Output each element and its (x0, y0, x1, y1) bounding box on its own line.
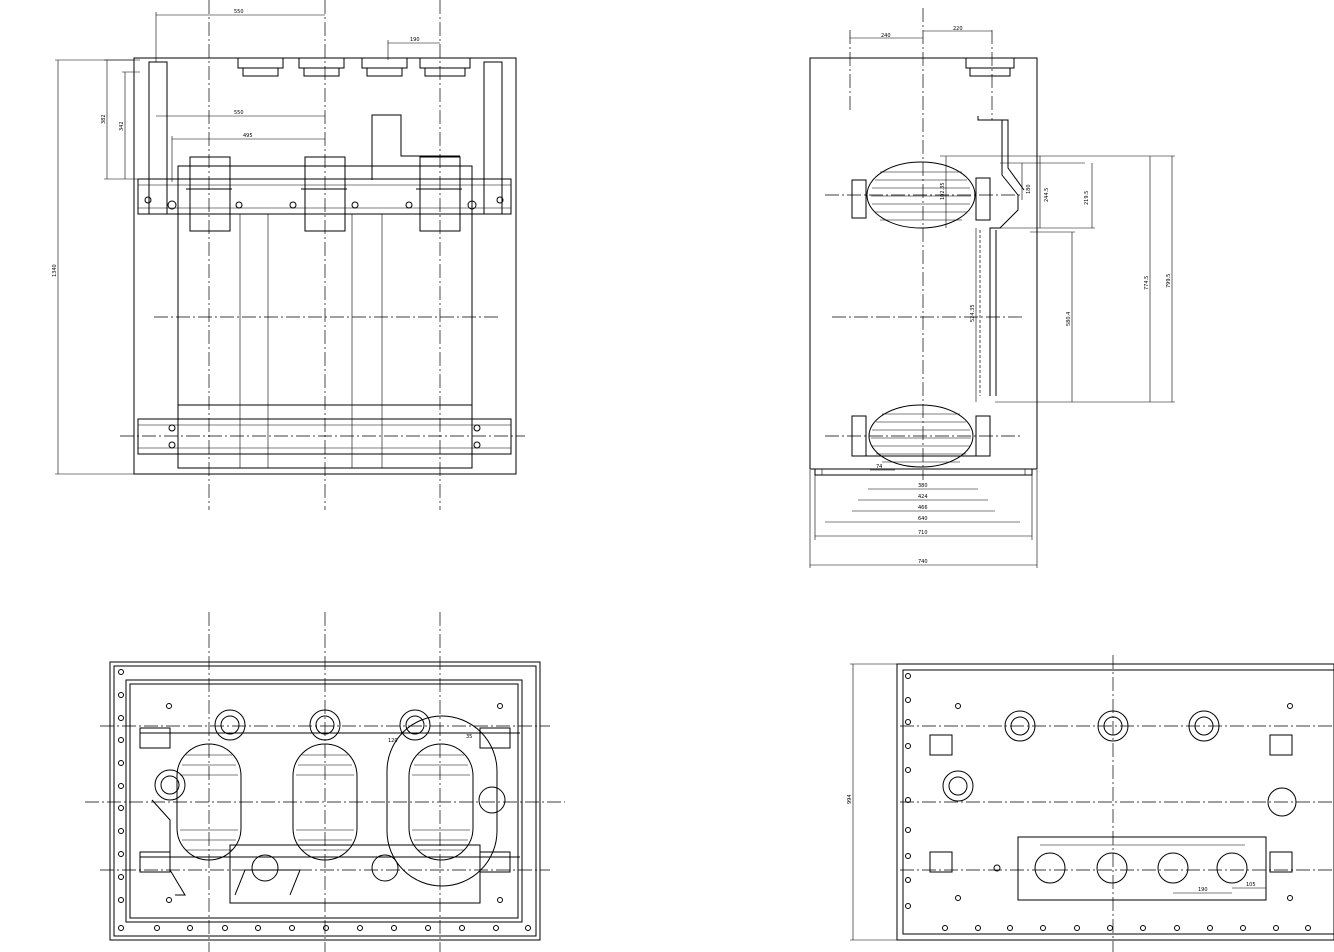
dim-side-640: 640 (918, 516, 928, 522)
dim-side-424: 424 (918, 494, 928, 500)
dim-front-342: 342 (119, 121, 125, 131)
dim-front-550-mid: 550 (234, 110, 244, 116)
bottom-view: 994 190 105 (847, 655, 1334, 952)
dim-front-1340: 1340 (52, 264, 58, 277)
dim-side-740: 740 (918, 559, 928, 565)
plan-bushings (154, 709, 506, 882)
front-bolts (144, 196, 504, 449)
dim-side-466: 466 (918, 505, 928, 511)
dim-side-380: 380 (918, 483, 928, 489)
note-plan-120: 120 (388, 738, 398, 744)
dim-front-495: 495 (243, 133, 253, 139)
dim-side-710: 710 (918, 530, 928, 536)
plan-coils (176, 715, 498, 887)
dim-side-799-5: 799.5 (1166, 274, 1172, 288)
dim-side-74: 74 (876, 464, 882, 470)
upper-coil-winding (871, 171, 971, 221)
dim-side-774-5: 774.5 (1144, 276, 1150, 290)
dim-front-382: 382 (101, 114, 107, 124)
plan-edge-bolts (118, 669, 531, 931)
lower-coil-winding (871, 413, 971, 463)
dim-side-244-5: 244.5 (1044, 188, 1050, 202)
dim-bottom-994: 994 (847, 794, 853, 804)
dim-front-550-top: 550 (234, 9, 244, 15)
dim-bottom-190: 190 (1198, 887, 1208, 893)
dim-front-190: 190 (410, 37, 420, 43)
dim-side-180: 180 (1026, 184, 1032, 194)
dim-bottom-105: 105 (1246, 882, 1256, 888)
bottom-bushings (942, 710, 1297, 817)
bottom-edge-bolts (905, 673, 1311, 931)
front-view: 550 190 550 495 382 342 1340 (52, 0, 525, 510)
dim-side-220: 220 (953, 26, 963, 32)
dim-side-240: 240 (881, 33, 891, 39)
dim-side-580-4: 580.4 (1066, 312, 1072, 326)
dim-side-219-5: 219.5 (1084, 191, 1090, 205)
plan-view: 120 35 (85, 612, 565, 952)
note-plan-35: 35 (466, 734, 472, 740)
dim-side-524-35: 524.35 (970, 305, 976, 323)
dim-side-102-35: 102.35 (940, 183, 946, 201)
side-view: 240 220 102.35 180 244.5 219.5 774.5 799… (809, 8, 1175, 568)
